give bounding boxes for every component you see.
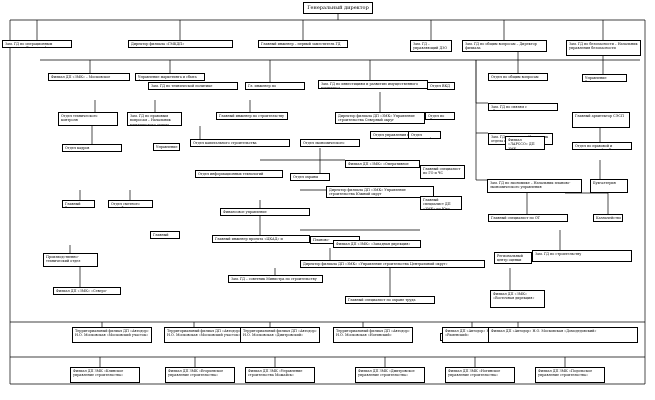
org-unit-n11: Зам. ГД по инвестициям и развитию имущес… <box>318 80 428 89</box>
org-unit-n52: Производственно-технический отдел <box>43 253 98 267</box>
branch-row2-4: Филиал ДП ЗМК «Дмитровское управление ст… <box>355 367 425 383</box>
org-unit-n7: Филиал ДП «ЗМК» – Московское управление <box>48 73 130 81</box>
org-unit-n55: Главный специалист по охране труда <box>345 296 435 304</box>
org-unit-n41: Главный специалист по ОТ <box>488 214 568 222</box>
org-unit-n49: Зам. ГД – советник Министра по строитель… <box>228 275 323 283</box>
org-unit-n2: Директор филиала «ГМКДП» <box>128 40 233 48</box>
org-unit-n18: Главный инженер по строительству <box>216 112 288 120</box>
org-unit-n35: Директор филиала ДП «ЗМК» Управление стр… <box>326 186 434 198</box>
branch-row1-6: Филиал ДП «Автодор» Н.О. Московская «Дом… <box>488 327 638 343</box>
org-unit-n40: Отдел сметного ценообразования <box>108 200 153 208</box>
org-unit-n47: Филиал ДП «ЗМК» «Западная дирекция» <box>333 240 421 248</box>
org-unit-n32: Главный специалист по ГО и ЧС <box>420 165 465 179</box>
org-unit-n39: Главный бухгалтер <box>62 200 95 208</box>
branch-row2-1: Филиал ДП ЗМК «Клинское управление строи… <box>70 367 140 383</box>
branch-row2-2: Филиал ДП ЗМК «Егорьевское управление ст… <box>165 367 235 383</box>
org-unit-n43: Главный специалист ДП <box>150 231 180 239</box>
org-unit-n5: Зам. ГД по общим вопросам – Директор фил… <box>462 40 547 52</box>
branch-row1-1: Территориальный филиал ДП «Автодор» Н.О.… <box>72 327 152 343</box>
org-unit-n44: Финансовое управление <box>220 208 310 216</box>
org-unit-n17: Главный архитектор СЭСП <box>572 112 630 128</box>
org-unit-n51: Зам. ГД по строительству <box>532 250 632 262</box>
org-unit-n19: Директор филиала ДП «ЗМК» Управление стр… <box>335 112 425 124</box>
org-unit-n31: Филиал ДП «ЗМК» «Оперативное управление» <box>345 160 420 168</box>
org-unit-n29: Филиал «ЛАРССО» ДП ЗМК <box>505 136 545 150</box>
org-unit-n34: Отдел охраны труда <box>290 173 330 181</box>
org-unit-n23: Отдел кадров <box>62 144 122 152</box>
branch-row1-3: Территориальный филиал ДП «Автодор» Н.О.… <box>240 327 320 343</box>
org-unit-n9: Зам. ГД по технической политике <box>148 82 238 90</box>
branch-row1-4: Территориальный филиал ДП «Автодор» Н.О.… <box>333 327 413 343</box>
branch-row2-5: Филиал ДП ЗМК «Ногинское управление стро… <box>445 367 515 383</box>
branch-row2-6: Филиал ДП ЗМК «Подольское управление стр… <box>535 367 605 383</box>
org-unit-n36: Главный специалист ДП «ЗМК» по Югу <box>420 196 462 210</box>
branch-row2-3: Филиал ДП ЗМК «Управление строительства … <box>245 367 315 383</box>
org-unit-n6: Зам. ГД по безопасности – Начальник упра… <box>566 40 641 56</box>
org-unit-n3: Главный инженер – первый заместитель ГД <box>258 40 348 48</box>
org-unit-n28: Отдел договорной работы <box>408 131 441 139</box>
org-unit-n24: Управление материально-технического обес… <box>153 143 180 151</box>
org-unit-n12: Отдел ВКД <box>427 82 455 90</box>
org-unit-n53: Филиал ДП «ЗМК» «Северо-западная дирекци… <box>53 287 121 295</box>
org-unit-n48: Директор филиала ДП «ЗМК» «Управление ст… <box>300 260 485 268</box>
org-unit-n38: Бухгалтерия <box>590 179 628 193</box>
org-unit-n14: Управление безопасности <box>582 74 627 82</box>
org-unit-n15: Зам. ГД по связям с общественностью <box>488 103 558 111</box>
org-unit-n21: Зам. ГД по правовым вопросам – Начальник… <box>127 112 182 126</box>
org-unit-n8: Управление маркетинга и сбыта филиала <box>135 73 205 81</box>
org-unit-n37: Зам. ГД по экономике – Начальник планово… <box>487 179 582 193</box>
org-unit-n54: Филиал ДП «ЗМК» «Восточная дирекция» <box>490 290 545 308</box>
org-unit-n46: Главный инженер проекта «ЦКАД» и внеплощ… <box>212 235 310 243</box>
org-unit-n30: Отдел по правовой и имущественной работе <box>572 142 632 150</box>
org-unit-n50: Региональный центр оценки качества <box>494 252 532 264</box>
org-unit-n33: Отдел информационных технологий <box>195 170 283 178</box>
branch-row1-2: Территориальный филиал ДП «Автодор» Н.О.… <box>164 327 244 343</box>
org-unit-n26: Отдел экономического планирования <box>300 139 360 147</box>
org-unit-n25: Отдел капитального строительства <box>190 139 290 147</box>
org-unit-n10: Гл. инженер по строительству <box>245 82 305 90</box>
org-unit-n22: Отдел технического контроля <box>58 112 118 126</box>
org-unit-n13: Отдел по общим вопросам <box>488 73 548 81</box>
connector-lines <box>9 14 646 385</box>
org-unit-n20: Отдел по общим вопросам ДП «ЗМК» <box>425 112 455 120</box>
org-unit-n42: Казначейство <box>593 214 623 222</box>
org-unit-n1: Зам. ГД по операционным вопросам – Дирек… <box>2 40 72 48</box>
org-unit-n4: Зам. ГД – управляющий ДЗО <box>410 40 452 52</box>
root-node-general-director: Генеральный директор <box>303 2 373 14</box>
